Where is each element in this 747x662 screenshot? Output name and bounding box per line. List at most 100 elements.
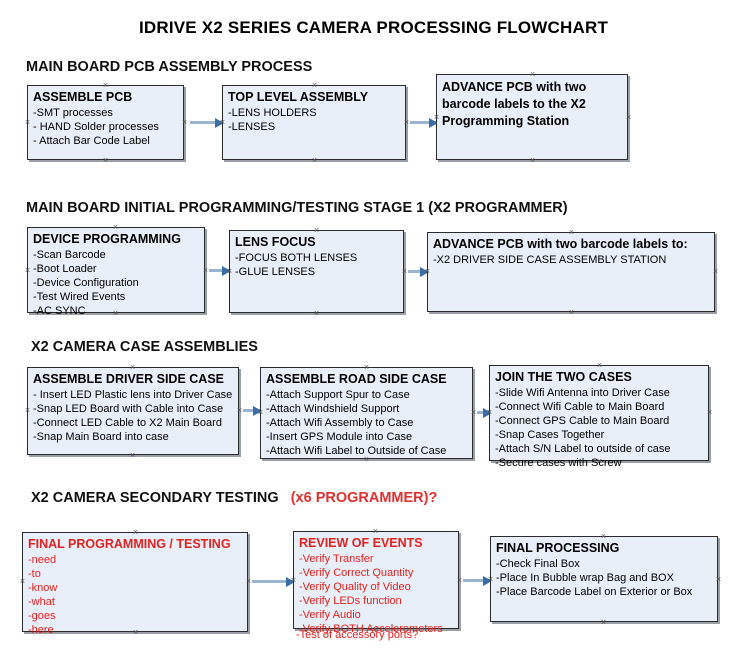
connection-handle[interactable] — [712, 268, 719, 275]
node-item: -goes — [28, 610, 56, 622]
node-advance-pcb-driver-side-case[interactable]: ADVANCE PCB with two barcode labels to: … — [427, 232, 715, 312]
connection-handle[interactable] — [219, 119, 226, 126]
connection-handle[interactable] — [257, 409, 264, 416]
connection-handle[interactable] — [401, 268, 408, 275]
node-item: -Slide Wifi Antenna into Driver Case — [495, 387, 670, 399]
connection-handle[interactable] — [568, 229, 575, 236]
node-item: -what — [28, 596, 55, 608]
connection-handle[interactable] — [202, 267, 209, 274]
node-item: -Verify BOTH Accelerometers — [299, 623, 443, 635]
connection-handle[interactable] — [313, 310, 320, 317]
node-item: -Connect LED Cable to X2 Main Board — [33, 417, 222, 429]
connection-handle[interactable] — [236, 407, 243, 414]
connection-handle[interactable] — [129, 364, 136, 371]
connection-handle[interactable] — [102, 157, 109, 164]
connection-handle[interactable] — [706, 409, 713, 416]
node-item: -Verify Audio — [299, 609, 361, 621]
connection-handle[interactable] — [470, 409, 477, 416]
node-title: ADVANCE PCB with two barcode labels to: — [433, 237, 688, 251]
connection-handle[interactable] — [19, 578, 26, 585]
node-final-programming-testing[interactable]: FINAL PROGRAMMING / TESTING -need -to -k… — [22, 532, 248, 636]
node-item: -Secure cases with Screw — [495, 457, 622, 469]
node-item: -Verify Transfer — [299, 553, 374, 565]
node-items: -Check Final Box -Place In Bubble wrap B… — [496, 557, 713, 599]
node-title: ASSEMBLE ROAD SIDE CASE — [266, 372, 447, 386]
section-heading-text: MAIN BOARD PCB ASSEMBLY PROCESS — [26, 59, 313, 75]
section-heading-accent: (x6 PROGRAMMER)? — [290, 490, 438, 506]
node-item: -Insert GPS Module into Case — [266, 431, 413, 443]
connection-handle[interactable] — [424, 268, 431, 275]
connection-handle[interactable] — [600, 533, 607, 540]
node-final-processing[interactable]: FINAL PROCESSING -Check Final Box -Place… — [490, 536, 718, 622]
node-join-the-two-cases[interactable]: JOIN THE TWO CASES -Slide Wifi Antenna i… — [489, 365, 709, 469]
node-items: -LENS HOLDERS -LENSES — [228, 106, 401, 134]
node-item: -Connect Wifi Cable to Main Board — [495, 401, 665, 413]
node-assemble-road-side-case[interactable]: ASSEMBLE ROAD SIDE CASE -Attach Support … — [260, 367, 473, 459]
connection-handle[interactable] — [132, 629, 139, 636]
connection-handle[interactable] — [372, 626, 379, 633]
connection-handle[interactable] — [600, 619, 607, 626]
connection-handle[interactable] — [24, 119, 31, 126]
connection-handle[interactable] — [568, 309, 575, 316]
node-item: -Place Barcode Label on Exterior or Box — [496, 586, 693, 598]
node-item: -X2 DRIVER SIDE CASE ASSEMBLY STATION — [433, 254, 667, 266]
node-item-overflow: -Test of accessory ports? — [296, 629, 419, 641]
connection-handle[interactable] — [112, 224, 119, 231]
connection-handle[interactable] — [313, 227, 320, 234]
node-item: -Check Final Box — [496, 558, 580, 570]
connection-handle[interactable] — [596, 458, 603, 465]
node-assemble-driver-side-case[interactable]: ASSEMBLE DRIVER SIDE CASE - Insert LED P… — [27, 367, 239, 455]
connection-handle[interactable] — [403, 119, 410, 126]
node-item: -Snap Cases Together — [495, 429, 605, 441]
node-advance-pcb-x2-programming-station[interactable]: ADVANCE PCB with two barcode labels to t… — [436, 74, 628, 160]
section-heading-text: X2 CAMERA SECONDARY TESTING — [31, 490, 279, 506]
section-heading-text: MAIN BOARD INITIAL PROGRAMMING/TESTING S… — [26, 200, 568, 216]
connection-handle[interactable] — [24, 267, 31, 274]
connection-handle[interactable] — [456, 577, 463, 584]
connection-handle[interactable] — [625, 114, 632, 121]
connection-handle[interactable] — [363, 456, 370, 463]
connection-handle[interactable] — [226, 268, 233, 275]
node-items: -Slide Wifi Antenna into Driver Case -Co… — [495, 386, 704, 470]
node-item: -GLUE LENSES — [235, 266, 316, 278]
connection-handle[interactable] — [596, 362, 603, 369]
connection-handle[interactable] — [715, 576, 722, 583]
connection-handle[interactable] — [290, 577, 297, 584]
connection-handle[interactable] — [112, 310, 119, 317]
page-title: IDRIVE X2 SERIES CAMERA PROCESSING FLOWC… — [138, 18, 609, 37]
node-item: - Attach Bar Code Label — [33, 135, 150, 147]
node-top-level-assembly[interactable]: TOP LEVEL ASSEMBLY -LENS HOLDERS -LENSES — [222, 85, 406, 160]
node-item: -need — [28, 554, 57, 566]
connection-handle[interactable] — [181, 119, 188, 126]
connection-handle[interactable] — [529, 71, 536, 78]
connection-handle[interactable] — [311, 157, 318, 164]
node-item: -LENS HOLDERS — [228, 107, 317, 119]
node-item: -Scan Barcode — [33, 249, 106, 261]
node-assemble-pcb[interactable]: ASSEMBLE PCB -SMT processes - HAND Solde… — [27, 85, 184, 160]
connection-handle[interactable] — [24, 407, 31, 414]
connection-handle[interactable] — [433, 114, 440, 121]
connection-handle[interactable] — [102, 82, 109, 89]
connection-handle[interactable] — [486, 409, 493, 416]
node-item: -LENSES — [228, 121, 276, 133]
connection-handle[interactable] — [529, 157, 536, 164]
node-items: -Verify Transfer -Verify Correct Quantit… — [299, 552, 454, 636]
connection-handle[interactable] — [129, 452, 136, 459]
node-review-of-events[interactable]: REVIEW OF EVENTS -Verify Transfer -Verif… — [293, 531, 459, 635]
node-device-programming[interactable]: DEVICE PROGRAMMING -Scan Barcode -Boot L… — [27, 227, 205, 317]
node-title: ASSEMBLE DRIVER SIDE CASE — [33, 372, 225, 386]
connection-handle[interactable] — [487, 576, 494, 583]
node-item: -SMT processes — [33, 107, 113, 119]
node-items: -Scan Barcode -Boot Loader -Device Confi… — [33, 248, 200, 318]
connection-handle[interactable] — [132, 529, 139, 536]
connection-handle[interactable] — [311, 82, 318, 89]
node-item: -Attach S/N Label to outside of case — [495, 443, 671, 455]
node-item: -Place In Bubble wrap Bag and BOX — [496, 572, 674, 584]
connection-handle[interactable] — [363, 364, 370, 371]
connection-handle[interactable] — [245, 578, 252, 585]
connection-handle[interactable] — [372, 528, 379, 535]
node-lens-focus[interactable]: LENS FOCUS -FOCUS BOTH LENSES -GLUE LENS… — [229, 230, 404, 313]
node-title: JOIN THE TWO CASES — [495, 370, 632, 384]
node-item: -to — [28, 568, 41, 580]
